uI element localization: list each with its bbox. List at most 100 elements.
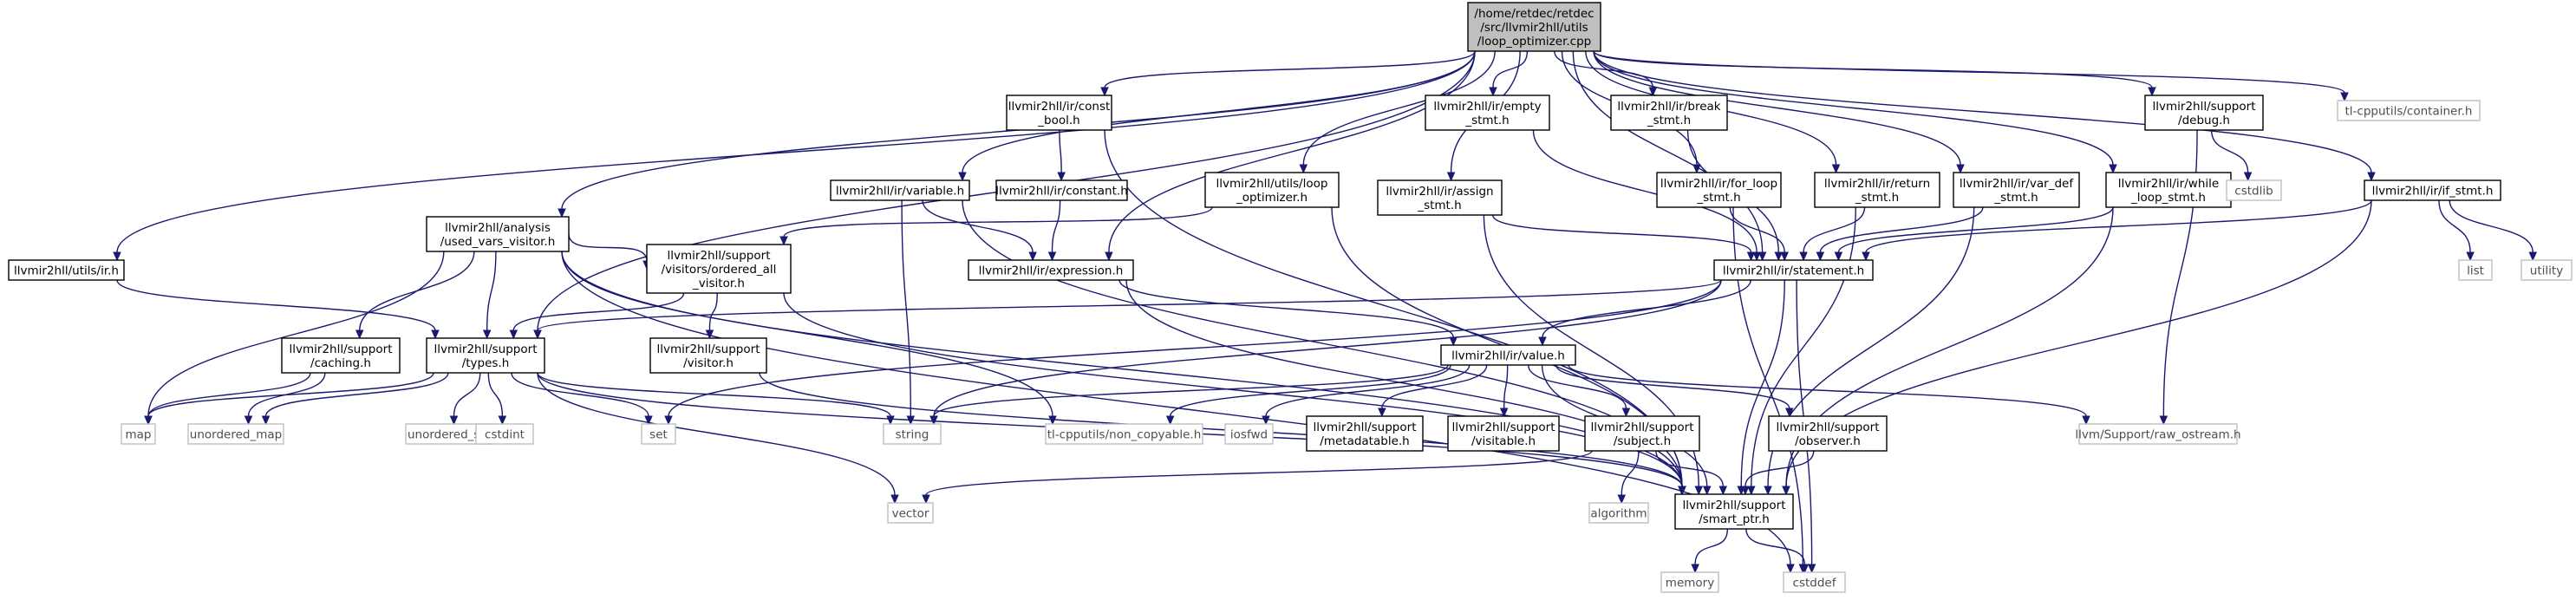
node-var-def[interactable]: llvmir2hll/ir/var_def_stmt.h — [1953, 172, 2080, 208]
node-observer[interactable]: llvmir2hll/support/observer.h — [1768, 415, 1888, 452]
node-label: /visitable.h — [1471, 434, 1536, 448]
node-subject[interactable]: llvmir2hll/support/subject.h — [1584, 415, 1700, 452]
node-box — [1306, 415, 1424, 452]
node-value[interactable]: llvmir2hll/ir/value.h — [1440, 344, 1576, 366]
node-if-stmt[interactable]: llvmir2hll/ir/if_stmt.h — [2364, 179, 2501, 201]
node-visitor[interactable]: llvmir2hll/support/visitor.h — [649, 337, 767, 374]
node-visitable[interactable]: llvmir2hll/support/visitable.h — [1447, 415, 1560, 452]
edge-line — [1554, 50, 1654, 88]
edge-arrowhead — [1499, 408, 1509, 418]
node-box — [281, 337, 401, 374]
node-set: set — [641, 423, 676, 445]
node-assign[interactable]: llvmir2hll/ir/assign_stmt.h — [1377, 179, 1503, 216]
node-box — [968, 259, 1134, 281]
node-break[interactable]: llvmir2hll/ir/break_stmt.h — [1610, 95, 1728, 131]
node-box — [1377, 179, 1503, 216]
edge-statement-to-types — [533, 279, 1722, 340]
node-loop-opt-h[interactable]: llvmir2hll/utils/loop_optimizer.h — [1204, 172, 1340, 208]
node-constant[interactable]: llvmir2hll/ir/constant.h — [995, 179, 1128, 201]
node-used-vars[interactable]: llvmir2hll/analysis/used_vars_visitor.h — [426, 216, 570, 252]
node-label: llvmir2hll/support — [1591, 421, 1694, 434]
edge-types-to-string — [537, 372, 895, 426]
node-utils-ir[interactable]: llvmir2hll/utils/ir.h — [8, 259, 125, 281]
node-label: /metadatable.h — [1320, 434, 1409, 448]
edge-line — [1745, 528, 1806, 565]
node-box — [1713, 259, 1874, 281]
edge-arrowhead — [1702, 486, 1712, 496]
edge-line — [1503, 364, 1509, 409]
edge-line — [147, 372, 434, 417]
edge-line — [2438, 199, 2471, 253]
node-empty[interactable]: llvmir2hll/ir/empty_stmt.h — [1425, 95, 1550, 131]
node-iosfwd: iosfwd — [1224, 423, 1274, 445]
node-label: /subject.h — [1614, 434, 1671, 448]
node-label: _stmt.h — [1855, 191, 1899, 205]
edge-root-to-if-stmt — [1593, 50, 2376, 182]
edge-visitor-to-smart-ptr — [759, 372, 1686, 496]
node-box — [830, 179, 970, 201]
edge-line — [1593, 50, 2345, 94]
edge-arrowhead — [886, 415, 895, 426]
edge-value-to-subject — [1527, 364, 1631, 418]
node-for-loop[interactable]: llvmir2hll/ir/for_loop_stmt.h — [1656, 172, 1782, 208]
edge-line — [2449, 199, 2534, 253]
edge-used-vars-to-ordered-all — [568, 233, 651, 271]
edge-arrowhead — [261, 415, 271, 426]
node-box — [2458, 259, 2493, 281]
node-smart-ptr[interactable]: llvmir2hll/support/smart_ptr.h — [1674, 493, 1794, 530]
edge-line — [512, 292, 685, 331]
edge-line — [1118, 279, 1454, 338]
edge-for-loop-to-statement — [1729, 206, 1789, 262]
edge-arrowhead — [922, 494, 930, 505]
edge-types-to-cstdint — [487, 372, 507, 426]
node-const-bool[interactable]: llvmir2hll/ir/const_bool.h — [1006, 95, 1112, 131]
node-label: /observer.h — [1795, 434, 1861, 448]
edge-line — [925, 450, 1593, 496]
node-debug[interactable]: llvmir2hll/support/debug.h — [2144, 95, 2264, 131]
edge-line — [708, 292, 718, 331]
edge-used-vars-to-caching — [355, 251, 475, 340]
edge-line — [1381, 364, 1488, 409]
node-box — [2364, 179, 2501, 201]
edge-root-to-debug — [1593, 50, 2156, 97]
node-variable[interactable]: llvmir2hll/ir/variable.h — [830, 179, 970, 201]
edge-line — [1572, 50, 1764, 253]
edge-arrowhead — [1862, 251, 1870, 262]
edge-line — [1819, 206, 1984, 253]
edge-constant-to-expression — [1047, 199, 1061, 262]
edge-if-stmt-to-utility — [2449, 199, 2537, 262]
edge-subject-to-smart-ptr — [1655, 450, 1728, 496]
edge-ordered-all-to-smart-ptr — [783, 292, 1686, 496]
edge-line — [1837, 206, 2114, 253]
edge-statement-to-value — [1538, 279, 1751, 347]
node-while[interactable]: llvmir2hll/ir/while_loop_stmt.h — [2105, 172, 2232, 208]
node-metadatable[interactable]: llvmir2hll/support/metadatable.h — [1306, 415, 1424, 452]
edge-line — [1542, 279, 1751, 338]
edge-line — [116, 279, 436, 331]
node-label: _bool.h — [1037, 114, 1079, 127]
edge-arrowhead — [1694, 486, 1704, 496]
edge-ordered-all-to-types — [509, 292, 685, 340]
node-label: llvmir2hll/support — [1314, 421, 1417, 434]
edge-line — [962, 50, 1476, 173]
edge-arrowhead — [1786, 564, 1795, 574]
edge-line — [1803, 206, 1866, 253]
node-ordered-all[interactable]: llvmir2hll/support/visitors/ordered_all_… — [646, 244, 792, 294]
node-expression[interactable]: llvmir2hll/ir/expression.h — [968, 259, 1134, 281]
edge-observer-to-smart-ptr — [1741, 450, 1815, 496]
node-statement[interactable]: llvmir2hll/ir/statement.h — [1713, 259, 1874, 281]
edge-line — [933, 279, 1722, 417]
node-box — [1584, 415, 1700, 452]
edge-arrowhead — [2082, 415, 2090, 426]
edge-arrowhead — [1678, 486, 1686, 496]
node-caching[interactable]: llvmir2hll/support/caching.h — [281, 337, 401, 374]
edge-arrowhead — [1834, 251, 1843, 262]
edge-if-stmt-to-statement — [1862, 199, 2372, 262]
edge-utils-ir-to-types — [116, 279, 440, 340]
node-label: llvmir2hll/support — [1683, 499, 1786, 512]
edge-line — [537, 372, 891, 417]
node-types[interactable]: llvmir2hll/support/types.h — [426, 337, 545, 374]
node-return[interactable]: llvmir2hll/ir/return_stmt.h — [1814, 172, 1940, 208]
node-box — [1588, 502, 1649, 524]
